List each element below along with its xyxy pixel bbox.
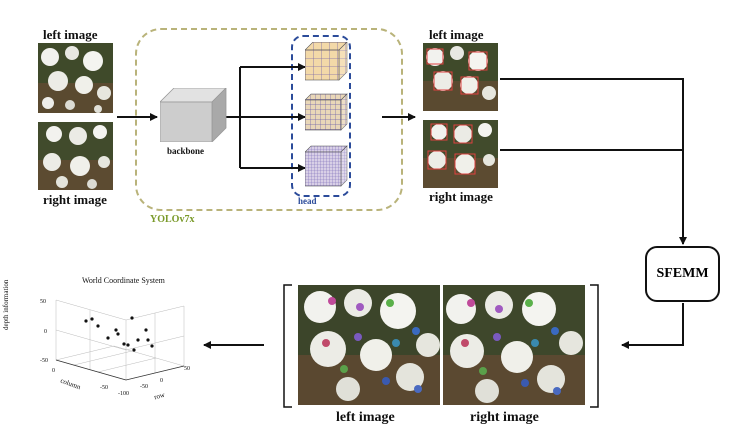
z-tick-1: 50 (40, 299, 46, 305)
feature-cube-medium (305, 93, 348, 131)
row-tick-3: 0 (160, 378, 163, 384)
yolov7x-region (135, 28, 403, 211)
sfemm-module: SFEMM (645, 246, 720, 302)
z-tick-3: -50 (40, 358, 48, 364)
feature-cube-small (305, 145, 348, 187)
right-image-label-detected: right image (429, 189, 493, 204)
left-input-image (38, 43, 113, 113)
left-image-label-detected: left image (429, 27, 484, 42)
right-image-label-top: right image (43, 192, 107, 207)
sfemm-label: SFEMM (656, 266, 709, 281)
right-input-image (38, 122, 113, 190)
z-tick-2: 0 (44, 329, 47, 335)
left-image-label-bottom: left image (336, 410, 395, 425)
col-tick-2: -50 (100, 385, 108, 391)
right-image-label-bottom: right image (470, 410, 539, 425)
world-coordinate-plot (55, 299, 185, 381)
left-matched-image (298, 285, 440, 405)
left-image-label-top: left image (43, 27, 98, 42)
plot-title: World Coordinate System (82, 276, 165, 285)
left-detected-image (423, 43, 498, 111)
row-tick-4: 50 (184, 366, 190, 372)
right-matched-image (443, 285, 585, 405)
backbone-label: backbone (167, 146, 205, 156)
row-tick-2: -50 (140, 384, 148, 390)
yolov7x-label: YOLOv7x (150, 214, 195, 225)
right-detected-image (423, 120, 498, 188)
backbone-block (160, 88, 227, 142)
z-axis-label: depth information (2, 279, 10, 330)
head-label: head (298, 196, 317, 206)
feature-cube-large (305, 42, 348, 81)
row-tick-1: -100 (118, 391, 129, 397)
feature-cubes (305, 42, 348, 187)
col-tick-1: 0 (52, 368, 55, 374)
